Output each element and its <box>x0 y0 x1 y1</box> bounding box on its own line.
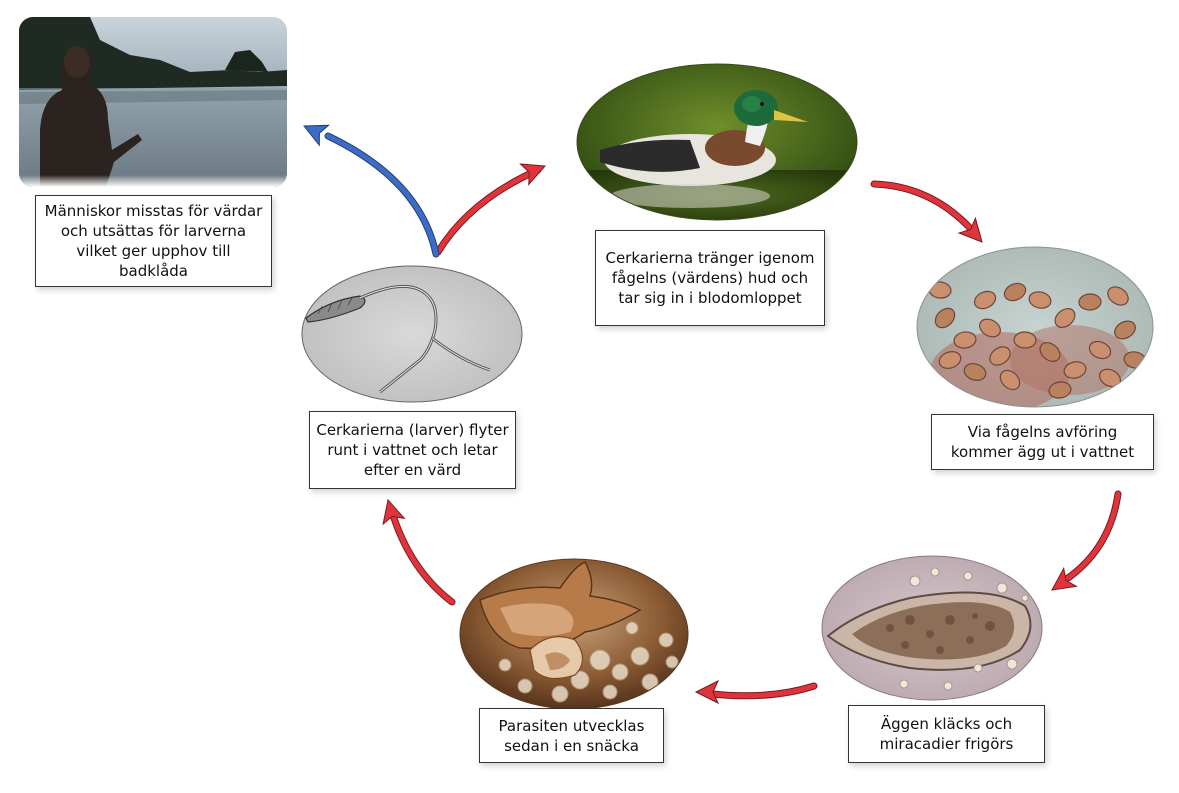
egg <box>938 351 962 369</box>
egg <box>1063 361 1087 379</box>
egg-cluster <box>928 281 1147 399</box>
caption-egg-hatch: Äggen kläcks och miracadier frigörs <box>848 705 1045 763</box>
egg <box>1013 331 1037 349</box>
arrow-larva-to-duck <box>434 163 547 256</box>
egg <box>963 363 987 381</box>
caption-feces-eggs: Via fågelns avföring kommer ägg ut i vat… <box>931 414 1154 470</box>
hatching-egg-photo <box>821 555 1043 701</box>
egg <box>1088 340 1112 360</box>
egg <box>1003 282 1027 302</box>
caption-human-host-text: Människor misstas för värdar och utsätta… <box>44 202 263 280</box>
arrow-duck-to-feces <box>870 180 983 243</box>
egg <box>973 290 997 310</box>
arrow-snail-to-larva <box>382 498 456 606</box>
egg <box>1039 342 1061 362</box>
egg <box>1028 291 1052 309</box>
caption-feces-eggs-text: Via fågelns avföring kommer ägg ut i vat… <box>950 423 1135 461</box>
caption-snail-text: Parasiten utvecklas sedan i en snäcka <box>498 716 645 755</box>
caption-larva-text: Cerkarierna (larver) flyter runt i vattn… <box>316 421 509 479</box>
duck-photo <box>576 63 858 221</box>
egg <box>1114 320 1136 340</box>
egg <box>989 346 1011 366</box>
cycle-arrows <box>302 124 1122 705</box>
caption-human-host: Människor misstas för värdar och utsätta… <box>35 195 272 287</box>
egg <box>1054 308 1076 328</box>
egg <box>1048 381 1072 399</box>
arrow-larva-to-human <box>302 124 440 258</box>
lake-swimmer-photo <box>19 17 287 187</box>
egg <box>979 318 1001 338</box>
egg <box>1107 286 1129 306</box>
egg <box>953 331 977 349</box>
snail-shell-photo <box>459 558 689 710</box>
egg <box>1078 293 1102 311</box>
caption-snail: Parasiten utvecklas sedan i en snäcka <box>479 708 664 763</box>
arrow-feces-to-egg <box>1051 490 1122 591</box>
caption-duck-host-text: Cerkarierna tränger igenom fågelns (värd… <box>605 249 815 307</box>
arrow-egg-to-snail <box>694 679 818 705</box>
caption-duck-host: Cerkarierna tränger igenom fågelns (värd… <box>595 230 825 326</box>
eggs-microscope-photo <box>916 246 1154 408</box>
caption-egg-hatch-text: Äggen kläcks och miracadier frigörs <box>879 715 1014 753</box>
caption-larva: Cerkarierna (larver) flyter runt i vattn… <box>309 411 516 489</box>
cercaria-larva-drawing <box>301 265 523 403</box>
egg <box>999 369 1021 391</box>
egg <box>934 307 956 329</box>
